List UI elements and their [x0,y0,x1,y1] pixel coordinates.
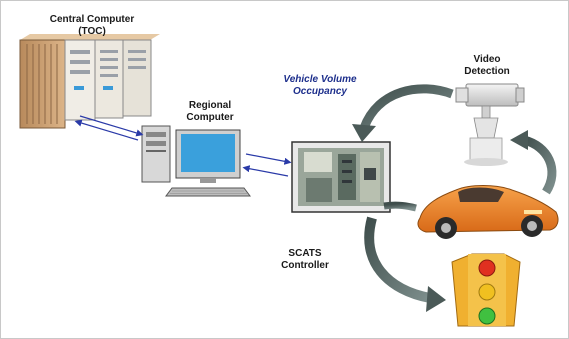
flow-arrow-controller-to-signal [364,216,446,312]
link-arrows-central-regional [74,115,144,141]
desktop-computer-icon [141,125,251,197]
server-cabinet-icon [19,34,160,129]
video-camera-icon [455,83,525,166]
flow-arrow-controller-to-car [383,201,417,212]
vehicle-volume-label: Vehicle Volume Occupancy [283,74,357,97]
flow-arrow-car-to-camera [510,130,557,195]
regional-computer-label: Regional Computer [186,100,234,123]
link-arrows-regional-controller [242,153,292,177]
video-detection-label: Video Detection [464,54,510,77]
flow-arrow-camera-to-controller [352,84,454,142]
car-icon [417,185,559,239]
central-computer-label: Central Computer (TOC) [49,14,135,37]
traffic-signal-icon [451,253,521,327]
controller-cabinet-icon [291,141,391,213]
scats-controller-label: SCATS Controller [281,248,329,271]
